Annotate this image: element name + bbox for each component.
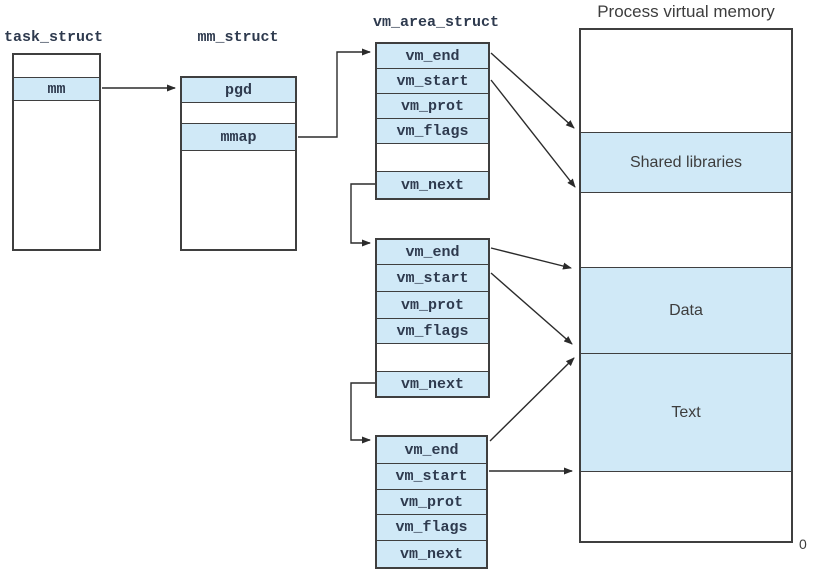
vma1-vm-start: vm_start bbox=[377, 69, 488, 94]
memory-region-empty-bottom bbox=[581, 472, 791, 539]
vma2-vm-next: vm_next bbox=[377, 372, 488, 396]
mm-struct-mmap-field: mmap bbox=[182, 124, 295, 151]
vma1-empty-row bbox=[377, 144, 488, 172]
vm-area-struct-label: vm_area_struct bbox=[372, 14, 500, 31]
arrow-mmap-to-vma1 bbox=[298, 48, 371, 138]
task-struct-mm-field: mm bbox=[14, 78, 99, 101]
mm-struct-box: pgd mmap bbox=[180, 76, 297, 251]
mm-struct-label: mm_struct bbox=[197, 29, 279, 46]
vma3-vm-prot: vm_prot bbox=[377, 490, 486, 515]
vma1-vm-prot: vm_prot bbox=[377, 94, 488, 119]
memory-region-text: Text bbox=[581, 354, 791, 472]
process-virtual-memory-box: Shared libraries Data Text bbox=[579, 28, 793, 543]
process-virtual-memory-title: Process virtual memory bbox=[597, 2, 775, 21]
arrow-vma1-vmend-to-shared-top bbox=[490, 52, 575, 129]
vma2-vm-flags: vm_flags bbox=[377, 319, 488, 344]
task-struct-box: mm bbox=[12, 53, 101, 251]
arrow-vma1-vmstart-to-shared-bottom bbox=[490, 79, 576, 188]
vma2-empty-row bbox=[377, 344, 488, 372]
arrow-vmnext1-to-vma2 bbox=[350, 183, 375, 247]
task-struct-empty-row bbox=[14, 55, 99, 78]
vma3-vm-start: vm_start bbox=[377, 464, 486, 490]
memory-region-data: Data bbox=[581, 268, 791, 354]
mm-struct-empty-row bbox=[182, 103, 295, 124]
vma3-vm-end: vm_end bbox=[377, 437, 486, 464]
address-zero-label: 0 bbox=[799, 536, 807, 552]
vma-box-1: vm_end vm_start vm_prot vm_flags vm_next bbox=[375, 42, 490, 200]
vma3-vm-flags: vm_flags bbox=[377, 515, 486, 541]
vma2-vm-prot: vm_prot bbox=[377, 292, 488, 319]
arrow-vmnext2-to-vma3 bbox=[350, 382, 375, 444]
task-struct-label: task_struct bbox=[4, 29, 104, 46]
vma1-vm-flags: vm_flags bbox=[377, 119, 488, 144]
vma1-vm-end: vm_end bbox=[377, 44, 488, 69]
memory-region-empty-heap bbox=[581, 193, 791, 268]
mm-struct-pgd-field: pgd bbox=[182, 78, 295, 103]
mm-struct-empty-row bbox=[182, 151, 295, 249]
vma-box-3: vm_end vm_start vm_prot vm_flags vm_next bbox=[375, 435, 488, 569]
vma2-vm-end: vm_end bbox=[377, 240, 488, 265]
memory-region-empty-top bbox=[581, 30, 791, 133]
arrow-vma3-vmend-to-text-top bbox=[489, 357, 575, 442]
arrow-vma2-vmstart-to-data-bottom bbox=[490, 272, 573, 345]
memory-region-shared-libraries: Shared libraries bbox=[581, 133, 791, 193]
arrow-vma2-vmend-to-data-top bbox=[490, 247, 572, 270]
vma2-vm-start: vm_start bbox=[377, 265, 488, 292]
vma-box-2: vm_end vm_start vm_prot vm_flags vm_next bbox=[375, 238, 490, 398]
vma1-vm-next: vm_next bbox=[377, 172, 488, 198]
vma3-vm-next: vm_next bbox=[377, 541, 486, 567]
task-struct-empty-row bbox=[14, 101, 99, 249]
